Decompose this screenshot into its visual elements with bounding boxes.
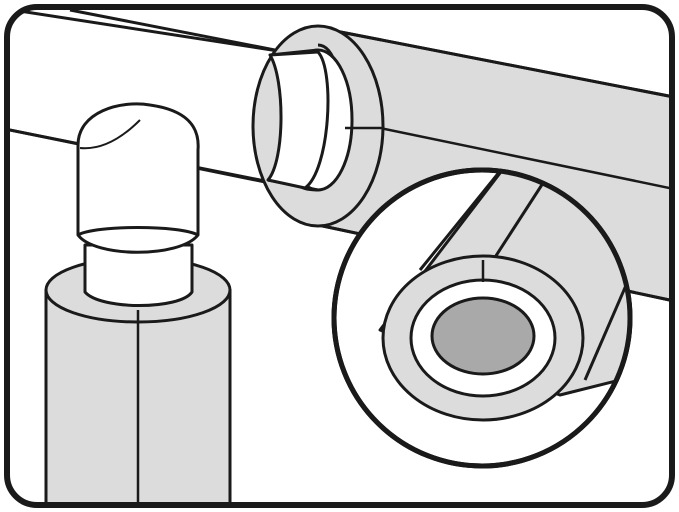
elbow-fitting (76, 102, 200, 307)
magnifier-lens (331, 167, 633, 469)
frame-border (4, 4, 675, 508)
pipe-core (430, 296, 536, 376)
